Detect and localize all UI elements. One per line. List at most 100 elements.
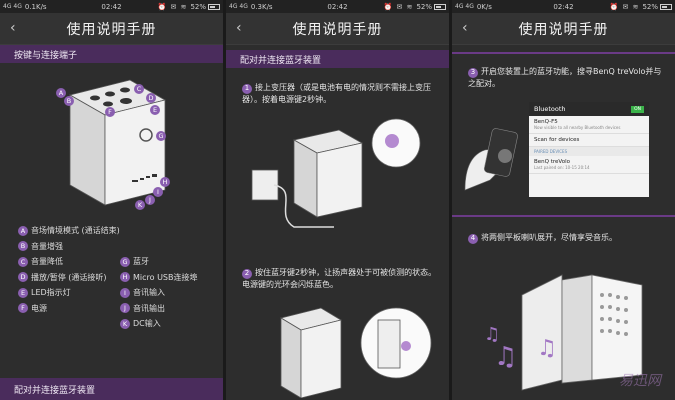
status-icons: ⏰ ✉ ≋: [609, 2, 640, 11]
speaker-front-face: [293, 139, 318, 218]
button-f: [120, 98, 132, 104]
right-panel: [591, 274, 643, 381]
section-header: 按键与连接端子: [0, 45, 223, 63]
power-button-glow: [385, 134, 399, 148]
paired-devices-header: PAIRED DEVICES: [529, 147, 649, 156]
clock: 02:42: [101, 2, 122, 11]
section-header: 配对并连接蓝牙装置: [226, 50, 449, 68]
button-d: [103, 101, 113, 107]
callout-k: K: [135, 200, 145, 210]
clock: 02:42: [327, 2, 348, 11]
bluetooth-toggle[interactable]: ON: [631, 105, 644, 113]
music-note-icon: ♫: [494, 342, 517, 372]
signal-indicator: 4G 4G: [3, 2, 22, 10]
battery-icon: [208, 3, 220, 10]
callout-c: C: [134, 84, 144, 94]
next-section-header[interactable]: 配对并连接蓝牙装置: [0, 378, 223, 400]
speaker-side-face: [316, 142, 363, 218]
section-divider: [452, 52, 675, 54]
callout-b: B: [64, 96, 74, 106]
callout-f: F: [105, 107, 115, 117]
step-number: 4: [468, 233, 478, 244]
battery-percent: 52%: [416, 2, 432, 11]
speaker-side-face: [104, 99, 166, 206]
port-k: [152, 174, 157, 177]
button-c: [120, 87, 130, 93]
hand-holding-phone: [464, 128, 518, 191]
clock: 02:42: [553, 2, 574, 11]
signal-indicator: 4G 4G: [229, 2, 248, 10]
bluetooth-icon: [498, 149, 512, 163]
step-number: 1: [242, 83, 252, 94]
music-note-icon: ♫: [484, 324, 500, 345]
page-title: 使用说明手册: [66, 21, 157, 38]
scan-button[interactable]: Scan for devices: [529, 134, 649, 147]
power-on-illustration: [251, 118, 421, 228]
callout-g: G: [156, 131, 166, 141]
network-speed: 0.3K/s: [250, 2, 273, 11]
port-j: [146, 176, 150, 178]
callout-d: D: [146, 93, 156, 103]
battery-percent: 52%: [190, 2, 206, 11]
page-title: 使用说明手册: [518, 21, 609, 38]
title-bar: ‹ 使用说明手册: [452, 13, 675, 45]
button-b: [105, 91, 115, 97]
screen-buttons-and-ports: 4G 4G 0.1K/s 02:42 ⏰ ✉ ≋ 52% ‹ 使用说明手册 按键…: [0, 0, 223, 400]
callout-e: E: [150, 105, 160, 115]
speaker-front-face: [280, 317, 302, 398]
power-cable: [273, 184, 334, 228]
title-bar: ‹ 使用说明手册: [226, 13, 449, 45]
back-button[interactable]: ‹: [462, 20, 468, 36]
callout-h: H: [160, 177, 170, 187]
callout-a: A: [56, 88, 66, 98]
battery-percent: 52%: [642, 2, 658, 11]
section-divider: [452, 215, 675, 217]
battery-icon: [434, 3, 446, 10]
back-button[interactable]: ‹: [10, 20, 16, 36]
network-speed: 0K/s: [476, 2, 492, 11]
status-bar: 4G 4G 0.1K/s 02:42 ⏰ ✉ ≋ 52%: [0, 0, 223, 13]
speaker-side-detail: [377, 319, 401, 369]
callout-j: J: [145, 195, 155, 205]
music-note-icon: ♫: [537, 336, 557, 361]
step-number: 3: [468, 67, 478, 78]
page-title: 使用说明手册: [292, 21, 383, 38]
callout-i: I: [153, 187, 163, 197]
status-icons: ⏰ ✉ ≋: [383, 2, 414, 11]
step-number: 2: [242, 268, 252, 279]
port-h: [132, 180, 138, 182]
speaker-body: [561, 274, 593, 384]
paired-device-row[interactable]: BenQ treVolo Last paired on: 10-15 20:14: [529, 156, 649, 174]
status-bar: 4G 4G 0K/s 02:42 ⏰ ✉ ≋ 52%: [452, 0, 675, 13]
left-panel: [521, 274, 563, 391]
status-icons: ⏰ ✉ ≋: [157, 2, 188, 11]
back-button[interactable]: ‹: [236, 20, 242, 36]
speaker-side-face: [300, 319, 342, 398]
this-device-row: BenQ-F5 Now visible to all nearby Blueto…: [529, 116, 649, 134]
button-a: [90, 95, 100, 101]
battery-icon: [660, 3, 672, 10]
bluetooth-settings-panel: Bluetooth ON BenQ-F5 Now visible to all …: [529, 102, 649, 197]
bluetooth-header: Bluetooth ON: [529, 102, 649, 116]
watermark: 易迅网: [619, 373, 661, 389]
speaker-diagram: [68, 79, 167, 206]
bluetooth-button-glow: [401, 341, 411, 351]
speaker-open-illustration: ♫ ♫ ♫: [484, 274, 643, 391]
screen-pairing: 4G 4G 0.3K/s 02:42 ⏰ ✉ ≋ 52% ‹ 使用说明手册 配对…: [226, 0, 449, 400]
